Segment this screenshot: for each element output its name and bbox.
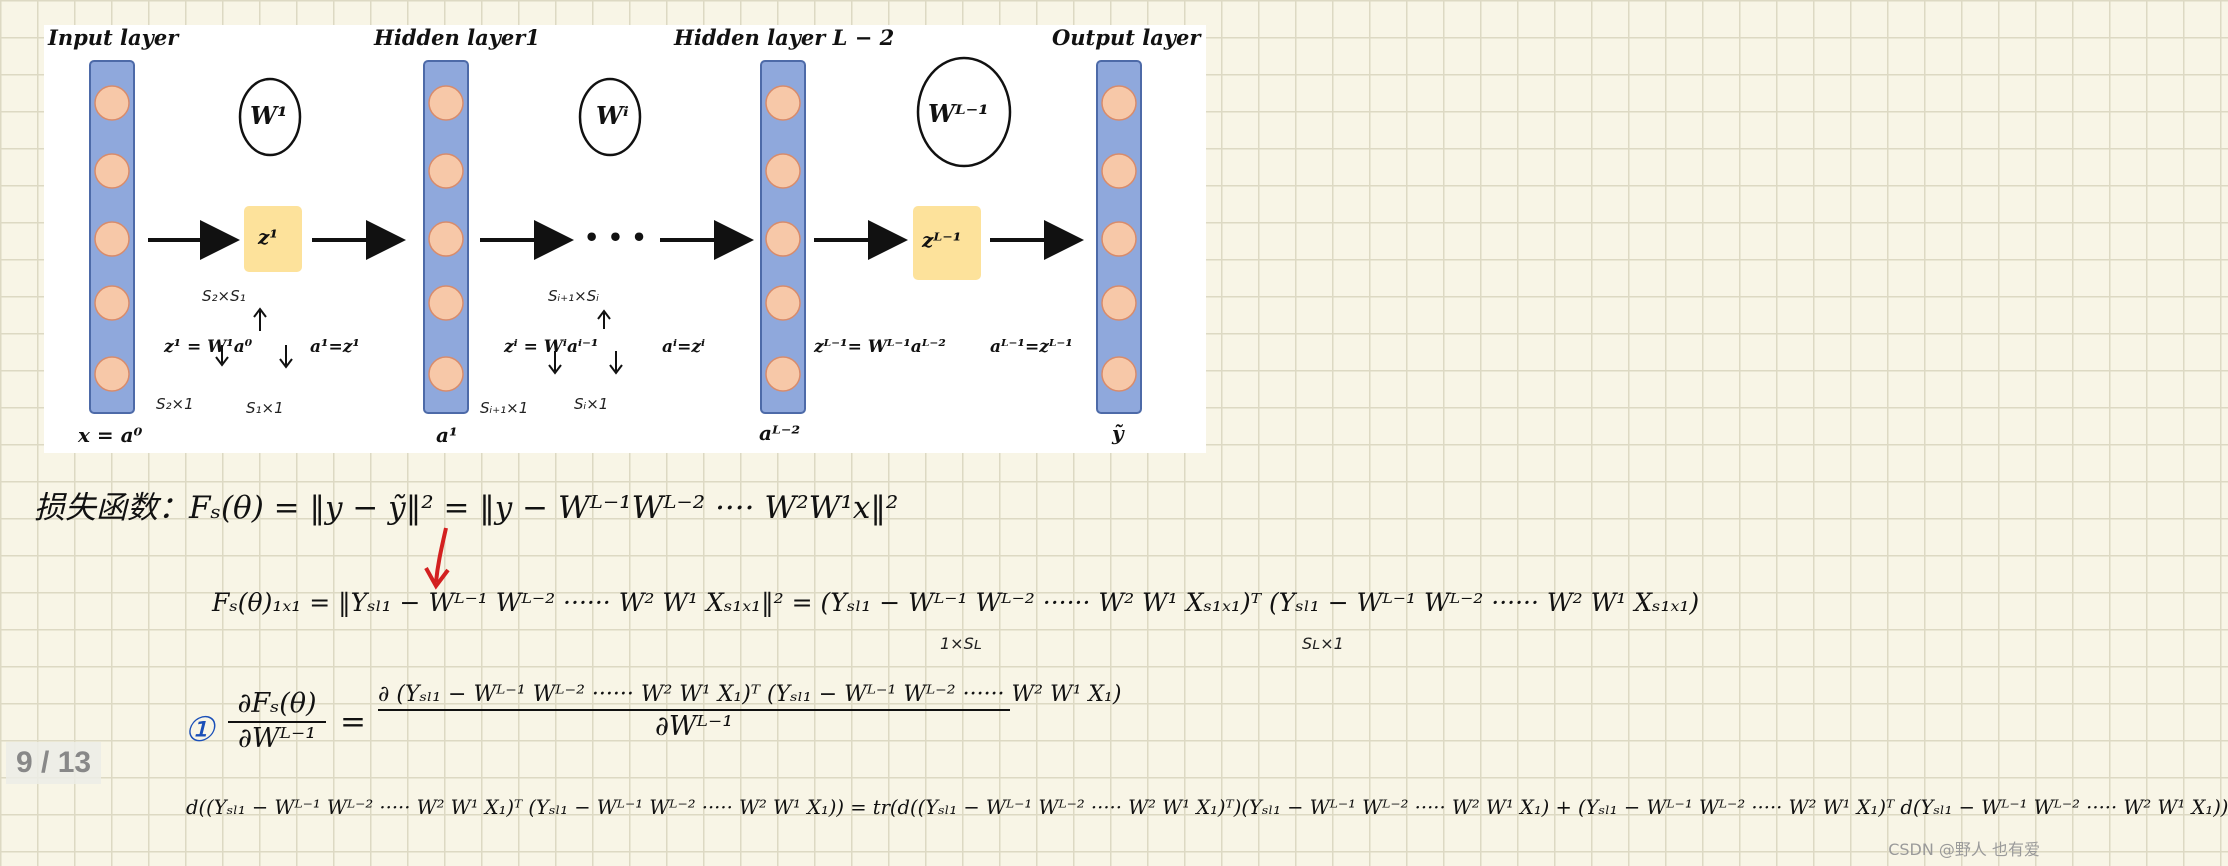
network-diagram: Input layer Hidden layer1 Hidden layer L…	[44, 25, 1206, 453]
node	[94, 153, 130, 189]
rhs-denominator: ∂Wᴸ⁻¹	[654, 711, 734, 742]
hand-arrow	[609, 351, 623, 375]
hidden-layer1-caption: a¹	[436, 423, 458, 447]
equation: zⁱ = Wⁱaⁱ⁻¹	[504, 337, 599, 357]
node	[428, 221, 464, 257]
weight-w1: W¹	[250, 101, 288, 130]
rhs-numerator: ∂ (Yₛₗ₁ − Wᴸ⁻¹ Wᴸ⁻² ······ W² W¹ X₁)ᵀ (Y…	[378, 682, 1121, 711]
node	[428, 153, 464, 189]
weight-circle	[578, 77, 642, 157]
hand-arrow	[548, 351, 562, 375]
equation: zᴸ⁻¹= Wᴸ⁻¹aᴸ⁻²	[814, 337, 946, 357]
circled-number: ①	[184, 710, 215, 750]
node	[765, 85, 801, 121]
dim-note: S₂×S₁	[202, 287, 246, 305]
fraction-numerator: ∂Fₛ(θ)	[228, 688, 326, 723]
equation: aᴸ⁻¹=zᴸ⁻¹	[990, 337, 1073, 357]
input-layer-title: Input layer	[48, 25, 179, 50]
page-indicator: 9 / 13	[6, 742, 102, 784]
hand-arrow	[279, 345, 293, 369]
hand-arrow	[215, 345, 229, 367]
hand-arrow	[597, 309, 611, 329]
weight-wi: Wⁱ	[596, 101, 629, 130]
output-layer-caption: ỹ	[1112, 421, 1124, 445]
dim-note: S₂×1	[156, 395, 194, 413]
node	[1101, 153, 1137, 189]
red-arrow-icon	[424, 527, 450, 590]
dim-note-1xsl: 1×Sʟ	[940, 634, 982, 653]
equation: a¹=z¹	[310, 337, 360, 357]
equation: z¹ = W¹a⁰	[164, 337, 253, 357]
node	[94, 221, 130, 257]
z1-box	[244, 206, 302, 272]
equation: aⁱ=zⁱ	[662, 337, 706, 357]
node	[428, 85, 464, 121]
node	[428, 356, 464, 392]
node	[94, 285, 130, 321]
node	[428, 285, 464, 321]
derivative-rhs: ∂ (Yₛₗ₁ − Wᴸ⁻¹ Wᴸ⁻² ······ W² W¹ X₁)ᵀ (Y…	[378, 682, 1121, 742]
hand-arrow	[253, 307, 267, 331]
z1-label: z¹	[258, 225, 279, 249]
differential-line: d((Yₛₗ₁ − Wᴸ⁻¹ Wᴸ⁻² ····· W² W¹ X₁)ᵀ (Yₛ…	[186, 796, 2228, 819]
dim-note-slx1: Sʟ×1	[1302, 634, 1344, 653]
weight-wl1: Wᴸ⁻¹	[928, 99, 989, 128]
input-layer-caption: x = a⁰	[78, 423, 143, 447]
node	[765, 285, 801, 321]
hidden-layer1-title: Hidden layer1	[374, 25, 540, 50]
node	[1101, 285, 1137, 321]
loss-function-line: 损失函数：Fₛ(θ) = ‖y − ỹ‖² = ‖y − Wᴸ⁻¹Wᴸ⁻² ··…	[34, 490, 899, 526]
weight-circle	[238, 77, 302, 157]
dim-note: Sᵢ₊₁×Sᵢ	[548, 287, 599, 305]
hidden-layer-l2-caption: aᴸ⁻²	[759, 421, 801, 445]
weight-circle	[916, 56, 1012, 168]
zl1-box	[913, 206, 981, 280]
hidden-layer-l2-title: Hidden layer L − 2	[674, 25, 895, 50]
derivative-fraction: ∂Fₛ(θ) ∂Wᴸ⁻¹	[228, 688, 326, 754]
node	[94, 85, 130, 121]
node	[94, 356, 130, 392]
output-layer-title: Output layer	[1052, 25, 1201, 50]
network-graphic	[89, 56, 1142, 414]
node	[765, 221, 801, 257]
watermark: CSDN @野人 也有爱	[1888, 840, 2040, 859]
dim-note: Sᵢ×1	[574, 395, 609, 413]
zl1-label: zᴸ⁻¹	[922, 228, 962, 252]
node	[1101, 85, 1137, 121]
dim-note: Sᵢ₊₁×1	[480, 399, 529, 417]
fraction-denominator: ∂Wᴸ⁻¹	[237, 723, 317, 754]
ellipsis: • • •	[584, 223, 647, 252]
node	[1101, 221, 1137, 257]
equals-sign: =	[340, 704, 366, 740]
node	[765, 356, 801, 392]
node	[1101, 356, 1137, 392]
dim-note: S₁×1	[246, 399, 284, 417]
node	[765, 153, 801, 189]
expanded-loss-line: Fₛ(θ)₁ₓ₁ = ‖Yₛₗ₁ − Wᴸ⁻¹ Wᴸ⁻² ······ W² W…	[212, 588, 1700, 617]
